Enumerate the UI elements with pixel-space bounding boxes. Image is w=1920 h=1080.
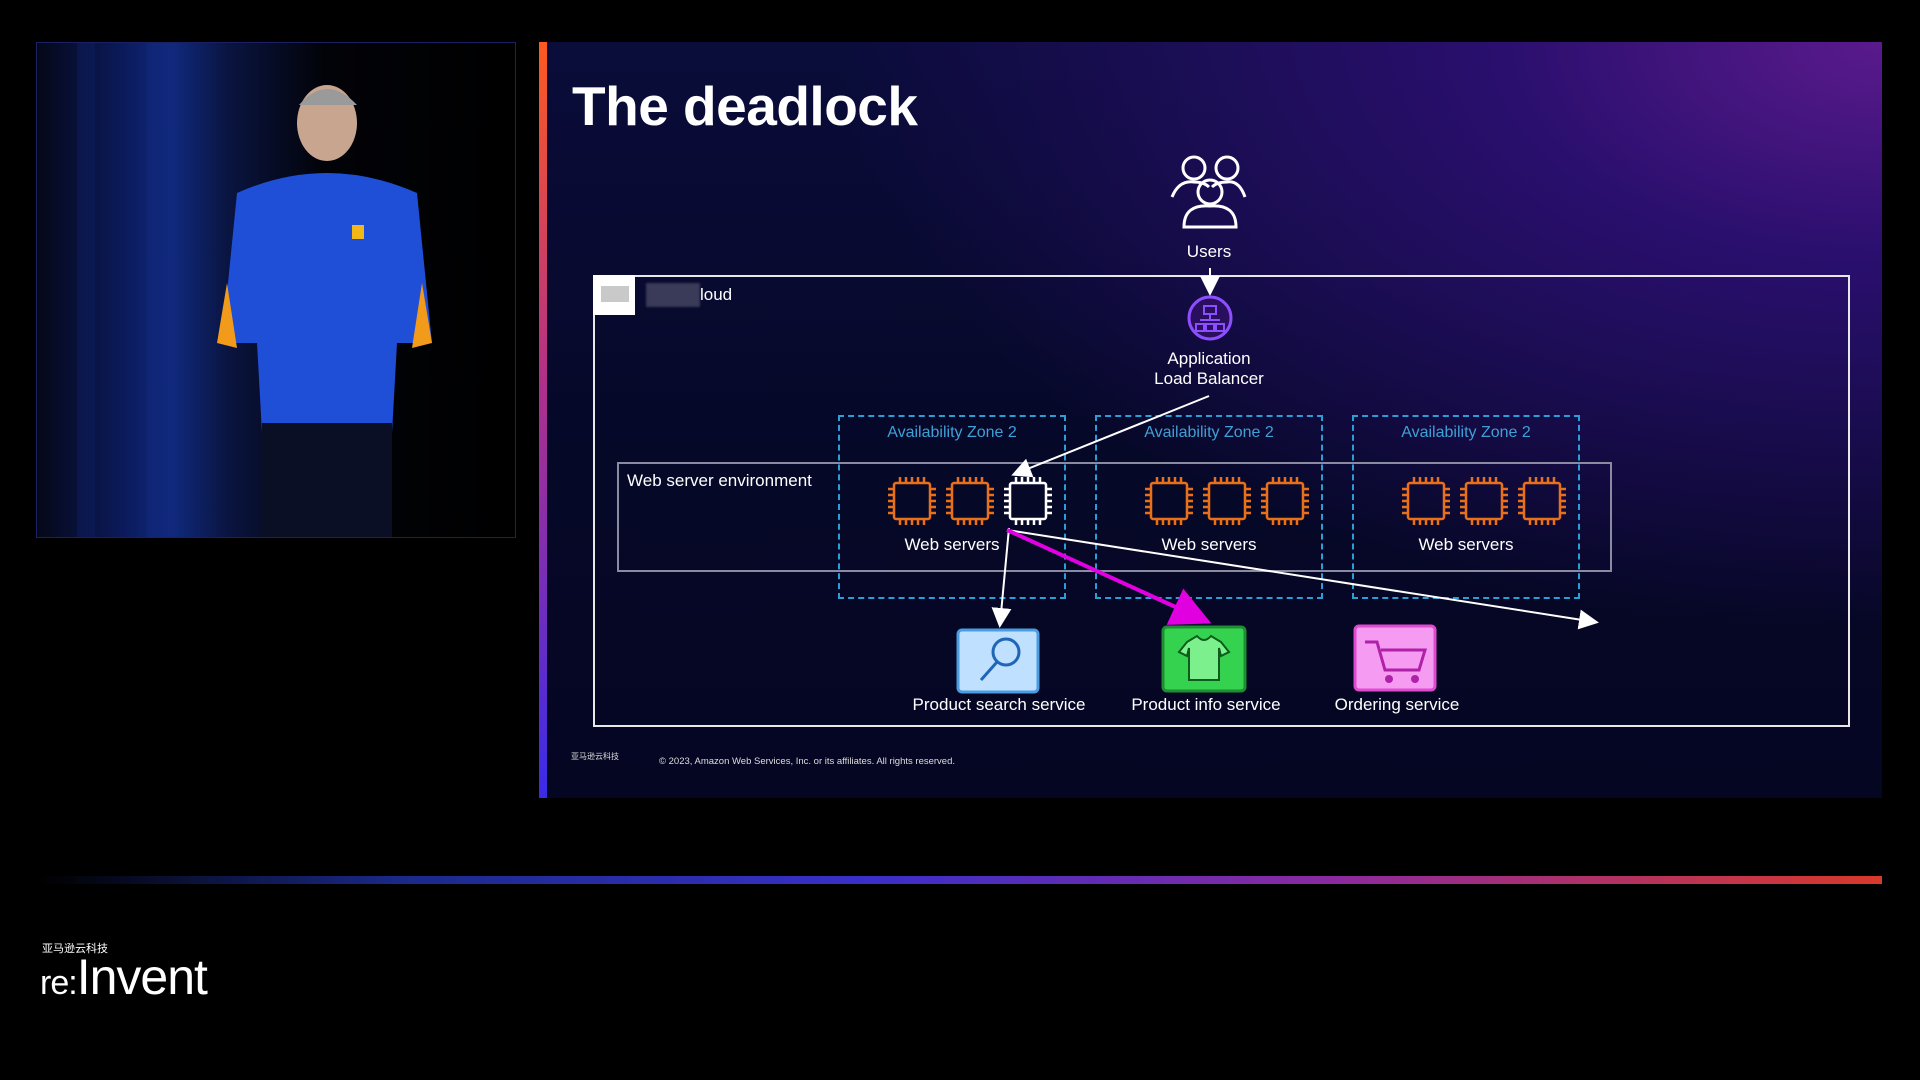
footer-copyright: © 2023, Amazon Web Services, Inc. or its… (659, 756, 956, 767)
reinvent-logo: re:Invent (40, 948, 208, 1006)
cart-icon (1353, 624, 1437, 692)
slide-accent-bar (539, 42, 547, 798)
service-label-search: Product search service (912, 695, 1086, 714)
availability-zone-1 (838, 415, 1066, 599)
service-label-ordering: Ordering service (1334, 695, 1460, 714)
az-label-1: Availability Zone 2 (887, 424, 1017, 441)
service-label-info: Product info service (1131, 695, 1281, 714)
load-balancer-icon (1187, 295, 1233, 341)
speaker-figure (77, 43, 432, 537)
users-icon (1170, 155, 1247, 229)
cloud-boundary (593, 275, 1850, 727)
web-env-label: Web server environment (627, 471, 812, 490)
tshirt-icon (1161, 625, 1247, 693)
redacted-text (646, 283, 700, 307)
availability-zone-3 (1352, 415, 1580, 599)
web-server-environment (617, 462, 1612, 572)
web-servers-label-1: Web servers (904, 535, 1000, 554)
alb-label-line2: Load Balancer (1154, 369, 1264, 388)
footer-logo: 亚马逊云科技 (571, 752, 619, 761)
cloud-label: loud (700, 285, 733, 304)
cloud-icon (593, 275, 635, 315)
server-chip-icons (888, 477, 1566, 525)
web-servers-label-3: Web servers (1418, 535, 1514, 554)
az-label-2: Availability Zone 2 (1144, 424, 1274, 441)
web-servers-label-2: Web servers (1161, 535, 1257, 554)
magnifier-icon (956, 628, 1040, 694)
users-label: Users (1186, 242, 1232, 261)
brand-name: Invent (76, 949, 208, 1005)
az-label-3: Availability Zone 2 (1401, 424, 1531, 441)
brand-prefix: re: (40, 964, 78, 1002)
presentation-slide: The deadlock loud Web server environment… (539, 42, 1882, 798)
alb-label-line1: Application (1167, 349, 1251, 368)
brand-chinese-text: 亚马逊云科技 (42, 942, 108, 955)
slide-title: The deadlock (572, 75, 918, 137)
decorative-gradient-bar (38, 876, 1882, 884)
architecture-diagram (888, 155, 1599, 694)
speaker-video (36, 42, 516, 538)
